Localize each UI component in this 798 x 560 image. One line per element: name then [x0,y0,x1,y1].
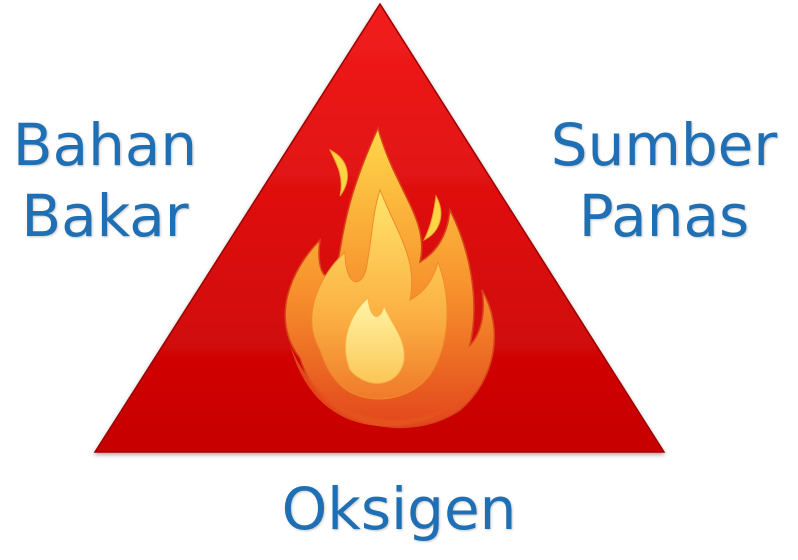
fuel-label-line1: Bahan [12,111,198,179]
heat-source-label-line2: Panas [578,181,750,250]
flame-icon [284,125,496,429]
heat-source-label-line1: Sumber [550,111,778,179]
fuel-label: Bahan Bakar [0,110,210,252]
oxygen-label: Oksigen [0,474,798,545]
oxygen-label-text: Oksigen [281,475,517,543]
fuel-label-line2: Bakar [21,181,189,250]
heat-source-label: Sumber Panas [530,110,798,252]
